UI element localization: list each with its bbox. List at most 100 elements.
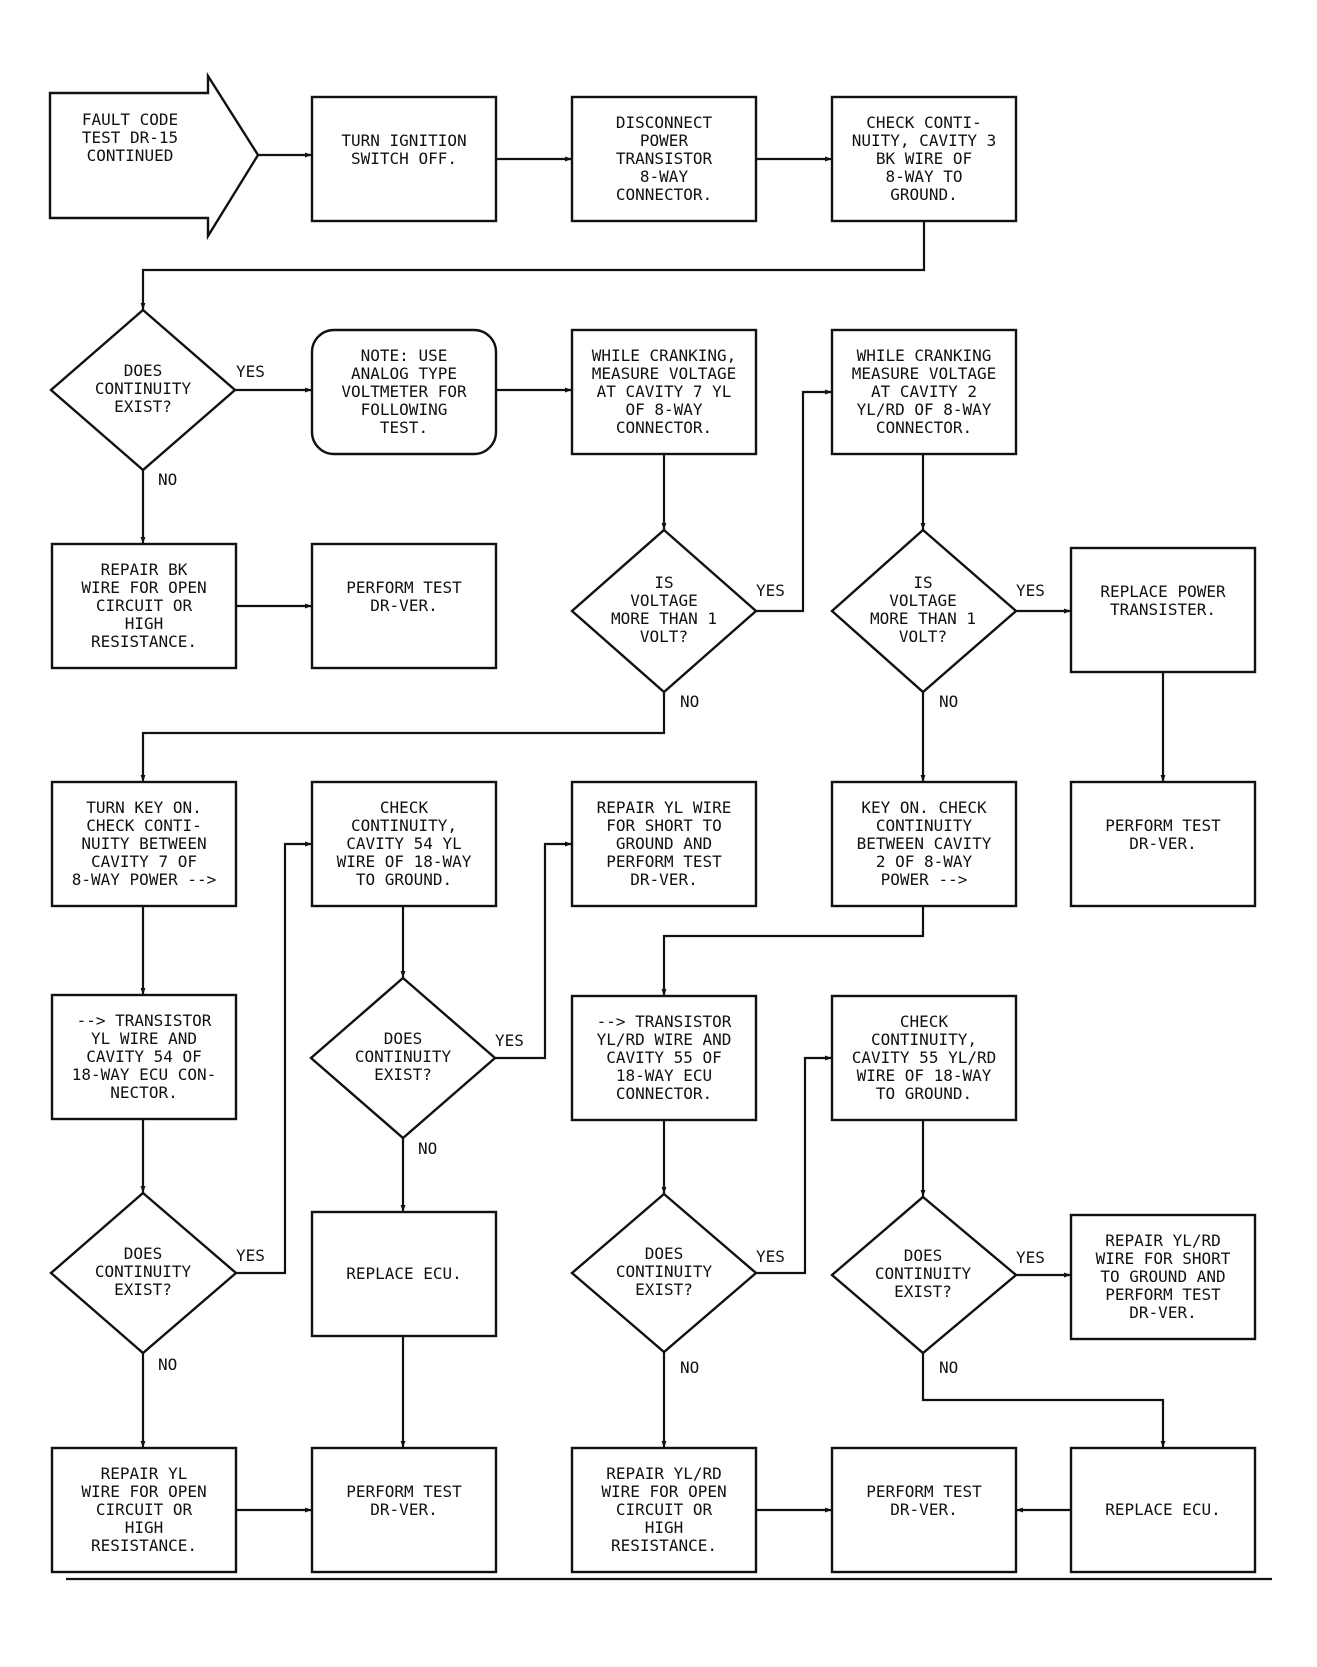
node-text-line: POWER: [640, 131, 689, 150]
node-text-line: OF 8-WAY: [625, 400, 702, 419]
node-text-line: DR-VER.: [370, 596, 437, 615]
edge-label-d5-no: NO: [158, 1355, 177, 1374]
node-text-line: TRANSISTOR: [616, 149, 713, 168]
node-text-line: CIRCUIT OR: [616, 1500, 713, 1519]
connector: [236, 841, 312, 1275]
node-text-line: RESISTANCE.: [91, 632, 197, 651]
perform-test-4: [830, 1446, 1018, 1574]
step-check-cavity3: [830, 95, 1018, 223]
node-text-line: EXIST?: [114, 1280, 172, 1299]
node-text-line: FOR SHORT TO: [606, 816, 722, 835]
connector: [756, 389, 832, 613]
node-text-line: REPAIR BK: [101, 560, 188, 579]
node-text-line: DOES: [384, 1029, 423, 1048]
node-text-line: CAVITY 7 OF: [91, 852, 197, 871]
node-text-replace-ecu-2: REPLACE ECU.: [1105, 1500, 1221, 1519]
node-text-line: DR-VER.: [630, 870, 697, 889]
node-text-line: WIRE FOR OPEN: [81, 1482, 206, 1501]
node-text-line: CONTINUITY: [875, 1264, 972, 1283]
node-text-line: CONTINUED: [87, 146, 174, 165]
node-text-line: CIRCUIT OR: [96, 1500, 193, 1519]
node-text-line: DR-VER.: [1129, 834, 1196, 853]
node-text-line: CHECK: [380, 798, 429, 817]
node-text-line: YL/RD OF 8-WAY: [857, 400, 992, 419]
node-text-line: CONTINUITY,: [871, 1030, 977, 1049]
node-text-line: NUITY BETWEEN: [81, 834, 206, 853]
step-check-cavity55: [830, 994, 1018, 1122]
node-text-line: CAVITY 54 OF: [86, 1047, 202, 1066]
node-text-line: WHILE CRANKING,: [592, 346, 737, 365]
node-text-line: 18-WAY ECU: [616, 1066, 712, 1085]
step-transistor-yl: [50, 993, 238, 1121]
node-text-line: TO GROUND.: [356, 870, 452, 889]
connector: [661, 906, 925, 996]
node-text-line: TEST DR-15: [82, 128, 178, 147]
node-text-line: NOTE: USE: [361, 346, 448, 365]
node-text-line: REPLACE ECU.: [1105, 1500, 1221, 1519]
connector: [140, 692, 666, 782]
connector: [921, 1353, 1166, 1448]
edge-label-d3-no: NO: [939, 692, 958, 711]
edge-label-d1-yes: YES: [236, 362, 265, 381]
node-text-line: SWITCH OFF.: [351, 149, 457, 168]
node-text-line: CONNECTOR.: [616, 185, 712, 204]
node-text-line: CHECK CONTI-: [86, 816, 202, 835]
repair-ylrd-open: [570, 1446, 758, 1574]
node-text-line: GROUND AND: [616, 834, 712, 853]
step-key-on-cavity7: [50, 780, 238, 908]
edge-label-d1-no: NO: [158, 470, 177, 489]
node-text-line: CONTINUITY: [355, 1047, 452, 1066]
node-text-line: FOLLOWING: [361, 400, 448, 419]
node-text-line: EXIST?: [114, 397, 172, 416]
node-text-line: TURN IGNITION: [341, 131, 466, 150]
node-text-line: CONNECTOR.: [876, 418, 972, 437]
connector: [756, 1055, 832, 1275]
perform-test-3: [310, 1446, 498, 1574]
replace-power-transistor: [1069, 546, 1257, 674]
repair-ylrd-short: [1069, 1213, 1257, 1341]
step-measure-cavity7: [570, 328, 758, 456]
edge-label-d2-no: NO: [680, 692, 699, 711]
node-text-line: DR-VER.: [890, 1500, 957, 1519]
node-text-line: VOLTAGE: [630, 591, 697, 610]
node-text-line: GROUND.: [890, 185, 957, 204]
node-text-line: CAVITY 54 YL: [346, 834, 462, 853]
node-text-line: BK WIRE OF: [876, 149, 972, 168]
node-text-line: REPLACE ECU.: [346, 1264, 462, 1283]
node-text-line: REPLACE POWER: [1100, 582, 1226, 601]
node-text-line: TURN KEY ON.: [86, 798, 202, 817]
edge-label-d3-yes: YES: [1016, 581, 1045, 600]
connector: [140, 221, 926, 310]
node-text-line: WIRE FOR SHORT: [1096, 1249, 1231, 1268]
node-text-line: CONTINUITY: [95, 379, 192, 398]
node-text-line: VOLTAGE: [889, 591, 956, 610]
node-text-line: POWER -->: [881, 870, 968, 889]
node-text-replace-ecu-1: REPLACE ECU.: [346, 1264, 462, 1283]
node-text-line: REPAIR YL/RD: [606, 1464, 722, 1483]
node-text-line: TEST.: [380, 418, 428, 437]
node-text-line: 8-WAY TO: [885, 167, 962, 186]
node-text-line: HIGH: [645, 1518, 684, 1537]
start-block-arrow: [48, 71, 260, 241]
node-text-line: CONTINUITY,: [351, 816, 457, 835]
node-text-line: VOLTMETER FOR: [341, 382, 467, 401]
node-text-line: MORE THAN 1: [611, 609, 717, 628]
edge-label-d5-yes: YES: [236, 1246, 265, 1265]
node-text-line: 2 OF 8-WAY: [876, 852, 973, 871]
edge-label-d4-no: NO: [418, 1139, 437, 1158]
replace-ecu-1: [310, 1210, 498, 1338]
node-text-line: EXIST?: [635, 1280, 693, 1299]
node-text-line: CONNECTOR.: [616, 418, 712, 437]
node-text-line: EXIST?: [894, 1282, 952, 1301]
